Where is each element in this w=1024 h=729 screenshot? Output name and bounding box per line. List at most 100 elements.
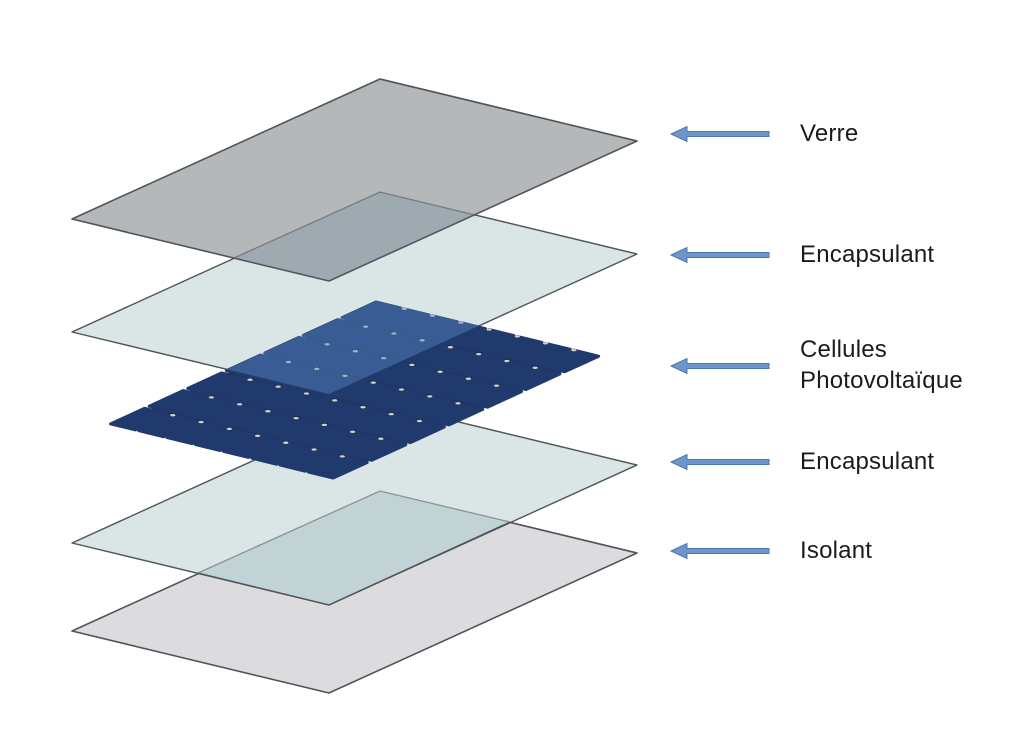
cell-solder-dot [293,416,299,420]
solar-cell [348,356,410,382]
solar-cell [422,401,485,427]
solar-cell [327,405,390,431]
solar-cell [368,307,431,332]
annotation-row-encapsulant-top: Encapsulant [670,235,1020,275]
solar-cell [394,394,457,420]
solar-cell [278,448,341,473]
solar-cell [309,374,372,399]
label-isolant: Isolant [800,536,873,564]
solar-cell [340,300,403,326]
solar-cell [415,345,477,371]
encapsulant-edge-through-verre [233,191,476,259]
solar-cell [384,419,446,445]
annotation-row-encapsulant-bottom: Encapsulant [670,442,1020,482]
solar-cell [204,402,266,428]
cell-solder-dot [170,414,176,417]
solar-cell [366,388,428,413]
solar-cell [386,338,449,364]
cell-solder-dot [504,359,510,363]
solar-cell [404,370,467,395]
solar-cell [432,377,495,402]
annotation-row-cellules: Cellules Photovoltaïque [670,331,1020,401]
solar-cell [461,384,523,409]
cell-solder-dot [532,366,538,369]
solar-cell [147,389,210,414]
solar-cell [330,325,392,350]
cell-solder-dot [455,402,461,405]
solar-cell [253,360,315,386]
left-arrow-icon [670,246,770,264]
solar-cell [499,366,562,391]
cell-solder-dot [255,434,261,437]
left-arrow-icon [670,453,770,471]
cell-solder-dot [486,328,492,331]
left-arrow-icon [670,542,770,560]
cell-solder-dot [429,314,436,317]
solar-cell [358,332,421,357]
cell-solder-dot [447,346,453,349]
solar-cell [222,434,284,459]
solar-cell [260,416,323,442]
solar-cell [281,367,344,392]
solar-cell [376,363,439,389]
solar-cell [186,371,249,396]
solar-cell [425,321,488,346]
cell-solder-dot [437,370,443,373]
cell-solder-dot [265,410,271,413]
solar-cell [232,409,295,435]
cell-solder-dot [360,406,366,409]
solar-cell [224,353,287,379]
overlap-verre-encapsulant [234,192,475,281]
encapsulant-bottom-lower-edge [197,521,511,606]
solar-cell [291,342,354,368]
cell-solder-dot [370,381,376,384]
cell-solder-dot [381,356,387,360]
cell-solder-dot [352,350,358,353]
label-cellules: Cellules Photovoltaïque [800,336,963,394]
cell-solder-dot [285,360,292,364]
solar-cell [165,420,228,446]
cell-solder-dot [332,399,338,402]
cell-solder-dot [226,427,232,431]
cell-solder-dot [514,335,520,338]
cell-solder-dot [321,423,327,427]
cell-solder-dot [388,412,394,416]
solar-cell [271,392,333,417]
solar-cell [109,406,171,432]
cell-solder-dot [409,363,415,367]
cell-solder-dot [494,384,500,387]
solar-cell [345,437,408,462]
solar-cell [471,359,534,385]
cell-solder-dot [314,367,320,371]
cell-solder-dot [237,403,243,406]
label-verre: Verre [800,119,859,147]
cell-solder-dot [283,441,289,444]
solar-cell [481,334,544,360]
cell-solder-dot [339,455,345,458]
cell-solder-dot [458,321,464,324]
cell-solder-dot [350,430,356,433]
cell-solder-dot [208,396,214,399]
overlap-encapsulant-isolant [198,491,510,605]
solar-cell [510,341,572,367]
cell-solder-dot [427,395,433,398]
cell-solder-dot [476,352,482,356]
cell-solder-dot [398,388,405,391]
left-arrow-icon [670,125,770,143]
cell-solder-dot [303,392,310,395]
solar-cell [319,349,382,375]
solar-cell [214,378,277,403]
left-arrow-icon [670,357,770,375]
solar-cell [263,335,326,361]
cell-solder-dot [401,307,407,311]
solar-cell [250,441,313,466]
solar-cell [355,412,418,438]
solar-cell [538,348,601,374]
solar-cell [242,385,305,410]
annotation-row-verre: Verre [670,114,1020,154]
solar-cell [453,328,516,353]
cell-solder-dot [198,420,204,424]
layer-verre [71,78,638,282]
